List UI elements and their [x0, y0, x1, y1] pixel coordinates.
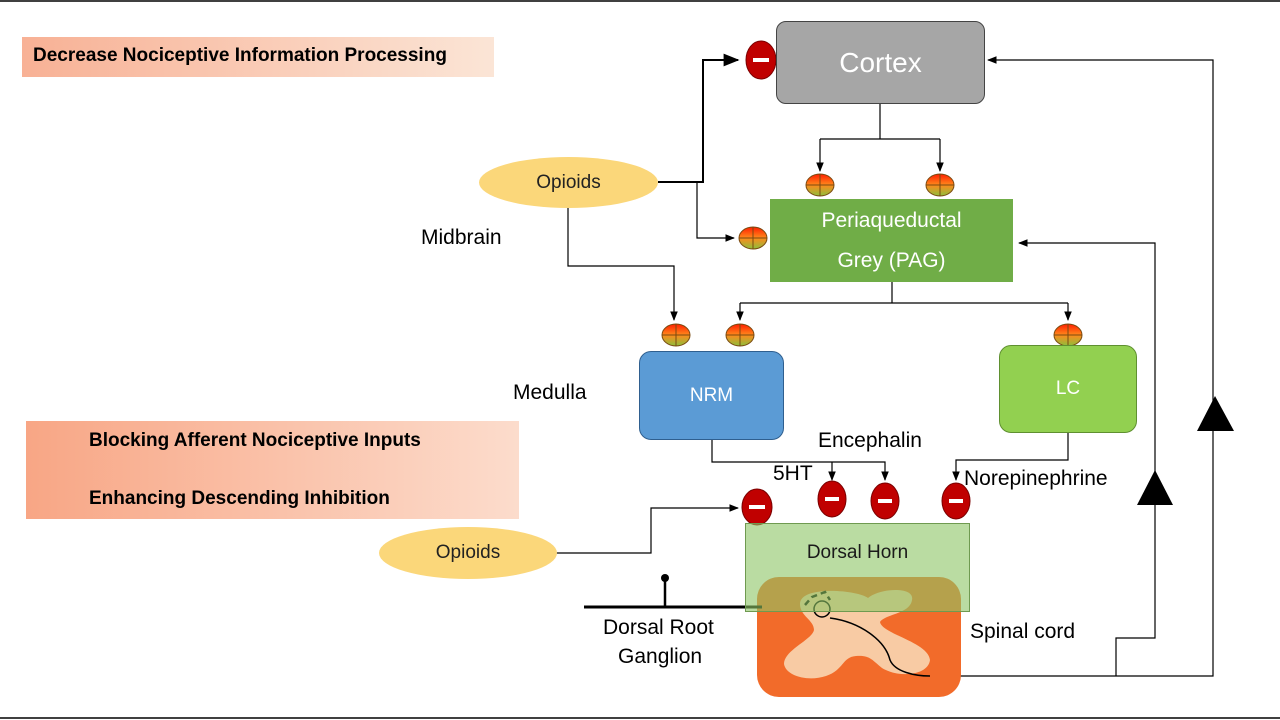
medulla-label: Medulla: [513, 381, 587, 404]
mid-banner: Blocking Afferent Nociceptive Inputs Enh…: [26, 421, 519, 519]
grey-matter-shape: [784, 590, 930, 679]
opioids-top-ellipse: Opioids: [479, 157, 658, 208]
ascending-to-pag-arrow: [1018, 239, 1156, 676]
opioids-to-cortex-arrow: [658, 53, 740, 183]
encephalin-label: Encephalin: [818, 429, 922, 452]
opioids-bottom-ellipse: Opioids: [379, 527, 557, 579]
inhibition-icon: [741, 488, 773, 526]
lc-label: LC: [1055, 378, 1081, 399]
nrm-label: NRM: [689, 384, 734, 406]
inhibition-icon: [870, 482, 900, 520]
pag-label-line-2: Grey (PAG): [837, 248, 946, 272]
dorsal-horn-label: Dorsal Horn: [806, 542, 909, 563]
opioids-to-nrm-arrow: [567, 206, 678, 321]
excitatory-receptor-icon: [738, 226, 768, 250]
drg-label-line-2: Ganglion: [618, 645, 703, 668]
mid-banner-line-1: Blocking Afferent Nociceptive Inputs: [89, 430, 421, 451]
lc-box: LC: [999, 345, 1137, 433]
ascending-to-cortex-arrow: [930, 56, 1214, 677]
opioids-to-dorsal-horn-arrow: [556, 504, 739, 554]
dorsal-horn-box: Dorsal Horn: [745, 523, 970, 612]
nrm-to-dorsal-horn-arrow-right: [711, 440, 889, 481]
opioids-to-pag-arrow: [658, 181, 735, 242]
nrm-box: NRM: [639, 351, 784, 440]
inhibition-icon: [941, 482, 971, 520]
excitatory-receptor-icon: [725, 323, 755, 347]
ascending-triangle-marker-left: [1137, 470, 1173, 505]
top-banner: Decrease Nociceptive Information Process…: [22, 37, 494, 77]
excitatory-receptor-icon: [805, 173, 835, 197]
cortex-box: Cortex: [776, 21, 985, 104]
excitatory-receptor-icon: [925, 173, 955, 197]
top-banner-text: Decrease Nociceptive Information Process…: [33, 45, 447, 66]
excitatory-receptor-icon: [661, 323, 691, 347]
mid-banner-line-2: Enhancing Descending Inhibition: [89, 488, 390, 509]
ganglion-dot: [661, 574, 669, 582]
afferent-fiber-line: [829, 617, 931, 677]
inhibition-icon: [745, 40, 777, 80]
norepinephrine-label: Norepinephrine: [964, 467, 1108, 490]
serotonin-label: 5HT: [773, 462, 813, 485]
inhibition-icon: [817, 480, 847, 518]
opioids-bottom-label: Opioids: [435, 542, 501, 563]
spinal-cord-label: Spinal cord: [970, 620, 1076, 643]
lc-to-dorsal-horn-arrow: [952, 433, 1069, 481]
pag-box: Periaqueductal Grey (PAG): [770, 199, 1013, 282]
cortex-label: Cortex: [839, 46, 922, 78]
midbrain-label: Midbrain: [421, 226, 502, 249]
excitatory-receptor-icon: [1053, 323, 1083, 347]
drg-label-line-1: Dorsal Root: [603, 616, 714, 639]
opioids-top-label: Opioids: [536, 171, 601, 193]
ascending-triangle-marker-right: [1197, 396, 1234, 431]
pag-label-line-1: Periaqueductal: [821, 208, 962, 232]
